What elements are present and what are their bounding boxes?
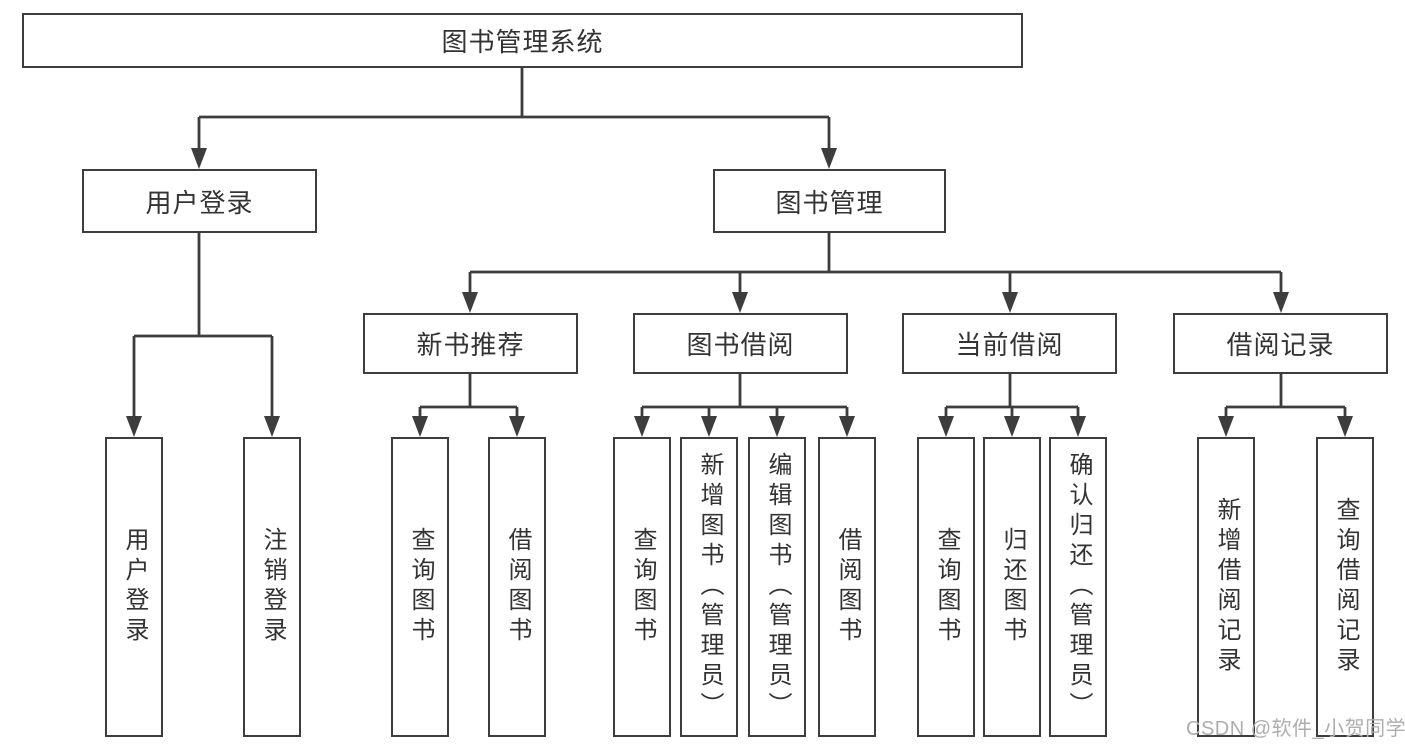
leaf-user-login: 用户登录 — [105, 437, 163, 737]
tree-rails — [134, 68, 1345, 409]
arrowheads — [126, 148, 1353, 437]
leaf-borrow-edit-book-admin-label: 编辑图书（管理员） — [764, 452, 791, 722]
leaf-current-confirm-return-admin: 确认归还（管理员） — [1049, 437, 1107, 737]
leaf-recommend-borrow-books-label: 借阅图书 — [504, 527, 531, 647]
node-user-login: 用户登录 — [82, 169, 317, 233]
leaf-recommend-query-books-label: 查询图书 — [407, 527, 434, 647]
node-new-book-recommend: 新书推荐 — [363, 313, 578, 374]
leaf-record-add-record-label: 新增借阅记录 — [1213, 497, 1240, 677]
leaf-current-query-books: 查询图书 — [917, 437, 975, 737]
leaf-borrow-borrow-books: 借阅图书 — [818, 437, 876, 737]
node-current-borrow-label: 当前借阅 — [955, 330, 1064, 360]
leaf-borrow-borrow-books-label: 借阅图书 — [834, 527, 861, 647]
arrow-shafts — [132, 117, 1347, 421]
leaf-record-query-record: 查询借阅记录 — [1316, 437, 1374, 737]
node-root-label: 图书管理系统 — [441, 27, 604, 57]
leaf-current-confirm-return-admin-label: 确认归还（管理员） — [1065, 452, 1092, 722]
leaf-current-query-books-label: 查询图书 — [933, 527, 960, 647]
leaf-current-return-books: 归还图书 — [983, 437, 1041, 737]
leaf-recommend-borrow-books: 借阅图书 — [488, 437, 546, 737]
leaf-borrow-query-books-label: 查询图书 — [629, 527, 656, 647]
node-book-borrow-label: 图书借阅 — [686, 330, 795, 360]
node-book-management-label: 图书管理 — [775, 187, 884, 218]
leaf-borrow-add-book-admin: 新增图书（管理员） — [680, 437, 738, 737]
node-book-borrow: 图书借阅 — [633, 313, 848, 374]
node-user-login-label: 用户登录 — [145, 187, 254, 218]
leaf-current-return-books-label: 归还图书 — [999, 527, 1026, 647]
leaf-borrow-edit-book-admin: 编辑图书（管理员） — [748, 437, 806, 737]
csdn-watermark: CSDN @软件_小贺同学 — [1186, 718, 1405, 740]
node-current-borrow: 当前借阅 — [902, 313, 1117, 374]
leaf-record-add-record: 新增借阅记录 — [1197, 437, 1255, 737]
node-borrow-record: 借阅记录 — [1173, 313, 1388, 374]
leaf-user-login-label: 用户登录 — [121, 527, 148, 647]
leaf-record-query-record-label: 查询借阅记录 — [1332, 497, 1359, 677]
leaf-recommend-query-books: 查询图书 — [391, 437, 449, 737]
node-borrow-record-label: 借阅记录 — [1226, 330, 1335, 360]
leaf-borrow-query-books: 查询图书 — [613, 437, 671, 737]
leaf-borrow-add-book-admin-label: 新增图书（管理员） — [696, 452, 723, 722]
node-root: 图书管理系统 — [22, 13, 1023, 68]
leaf-logout: 注销登录 — [243, 437, 301, 737]
leaf-logout-label: 注销登录 — [259, 527, 286, 647]
node-new-book-recommend-label: 新书推荐 — [416, 330, 525, 360]
node-book-management: 图书管理 — [713, 169, 946, 233]
